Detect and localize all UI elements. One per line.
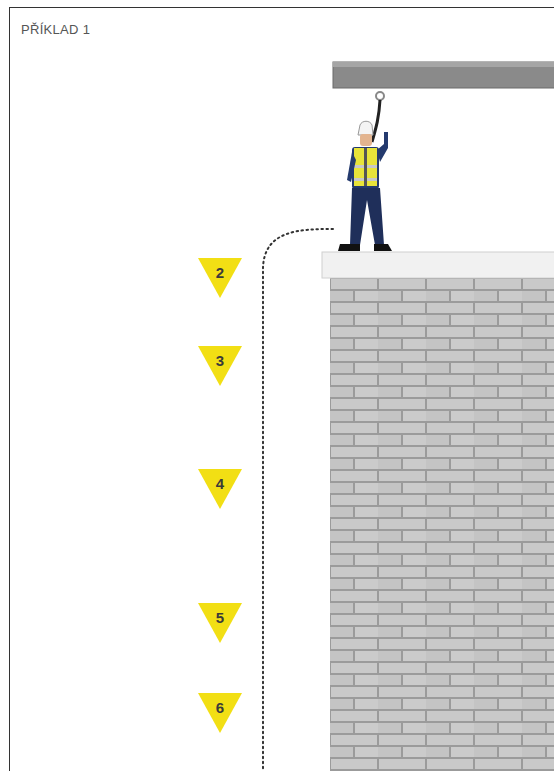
callout-number: 3 xyxy=(198,352,242,369)
callout-number: 4 xyxy=(198,475,242,492)
callout-number: 5 xyxy=(198,609,242,626)
anchor-beam xyxy=(333,62,554,88)
wall-ledge xyxy=(322,252,554,278)
worker xyxy=(338,92,392,251)
brick-wall xyxy=(330,278,554,771)
diagram-title: PŘÍKLAD 1 xyxy=(21,22,90,37)
callout-number: 2 xyxy=(198,264,242,281)
fall-trajectory xyxy=(263,229,333,771)
callout-number: 6 xyxy=(198,699,242,716)
frame xyxy=(10,8,554,771)
beam-highlight xyxy=(333,62,554,67)
callout-triangles xyxy=(198,258,242,733)
